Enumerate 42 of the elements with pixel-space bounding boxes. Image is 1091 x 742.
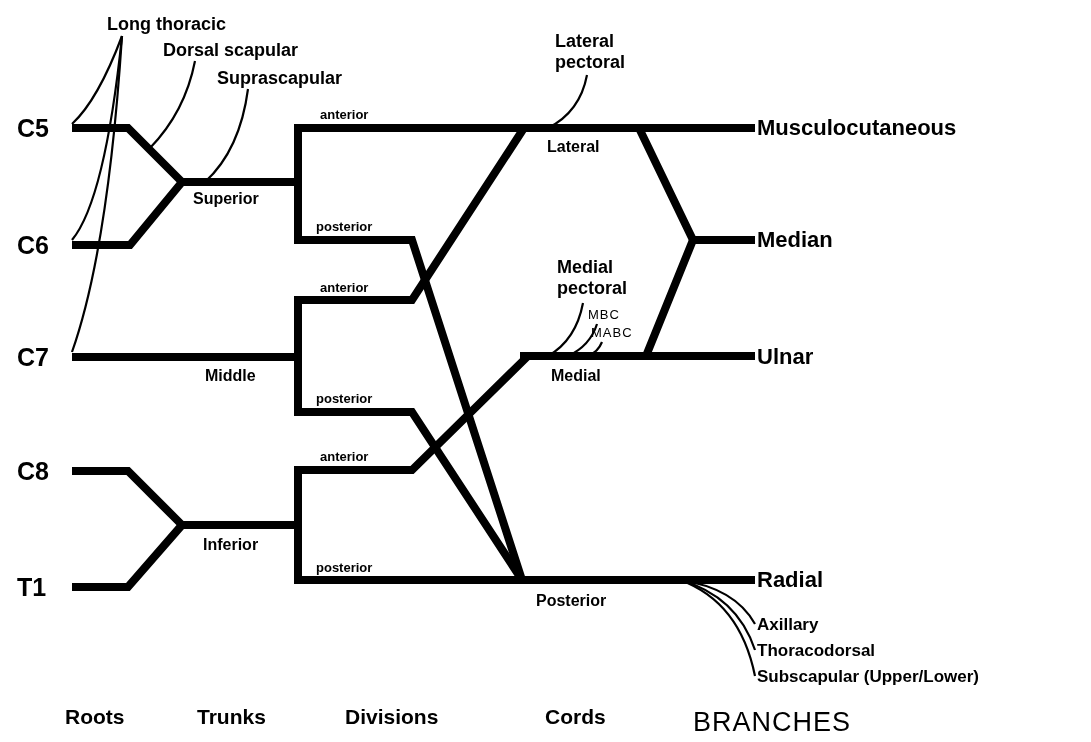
nerve-line xyxy=(300,576,520,584)
nerve-label: Radial xyxy=(755,566,855,594)
division-label: posterior xyxy=(300,390,410,412)
nerve-label: Lateral pectoral xyxy=(553,29,665,75)
nerve-label: Long thoracic xyxy=(105,12,277,36)
nerve-label: Median xyxy=(755,226,875,254)
nerve-label: Suprascapular xyxy=(215,67,395,89)
nerve-label: Axillary xyxy=(755,614,865,636)
division-label: anterior xyxy=(300,106,410,128)
column-heading: BRANCHES xyxy=(693,707,852,738)
division-label: posterior xyxy=(300,218,410,240)
root-label: C5 xyxy=(15,113,72,143)
nerve-label: Thoracodorsal xyxy=(755,640,905,662)
column-heading: Trunks xyxy=(197,705,266,729)
root-label: C8 xyxy=(15,456,72,486)
handwritten-label: MBC xyxy=(586,306,630,324)
division-label: anterior xyxy=(300,278,410,300)
nerve-label: Subscapular (Upper/Lower) xyxy=(755,666,1055,688)
root-label: C7 xyxy=(15,342,72,372)
leader-line xyxy=(70,35,124,353)
cord-label: Lateral xyxy=(520,128,630,158)
nerve-line xyxy=(300,124,520,132)
column-heading: Cords xyxy=(545,705,606,729)
leader-line xyxy=(149,60,197,149)
cord-label: Posterior xyxy=(520,580,640,610)
trunk-label: Middle xyxy=(180,357,295,385)
leader-line xyxy=(71,35,124,125)
root-label: T1 xyxy=(15,572,72,602)
division-label: posterior xyxy=(300,558,410,580)
nerve-label: Musculocutaneous xyxy=(755,114,1045,142)
nerve-label: Dorsal scapular xyxy=(161,39,356,61)
division-label: anterior xyxy=(300,448,410,470)
column-heading: Divisions xyxy=(345,705,439,729)
trunk-label: Inferior xyxy=(180,525,295,553)
column-heading: Roots xyxy=(65,705,125,729)
cord-label: Medial xyxy=(520,356,648,386)
trunk-label: Superior xyxy=(180,182,295,210)
nerve-label: Ulnar xyxy=(755,343,855,371)
nerve-line xyxy=(72,179,186,249)
handwritten-label: MABC xyxy=(590,324,636,342)
root-label: C6 xyxy=(15,230,72,260)
nerve-label: Medial pectoral xyxy=(553,255,665,303)
